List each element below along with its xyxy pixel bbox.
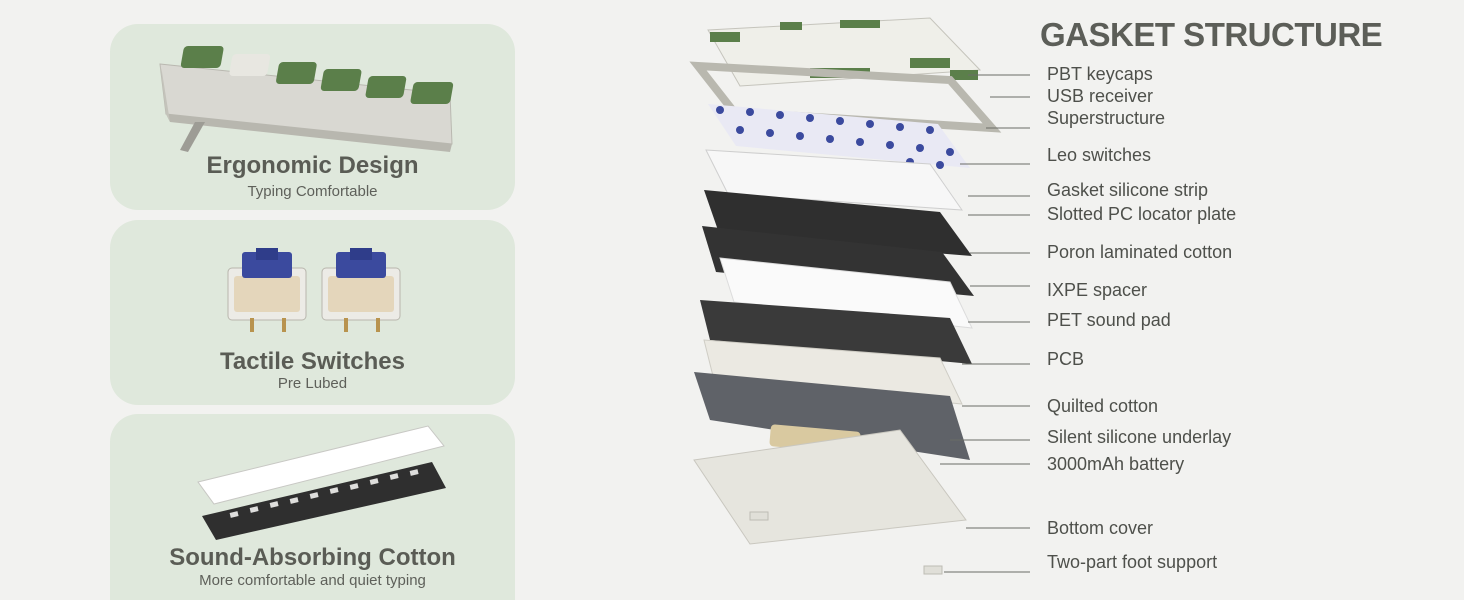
layer-label: Gasket silicone strip [1047,180,1209,200]
layer-label: USB receiver [1047,86,1154,106]
feature-title: Ergonomic Design [206,152,419,179]
layer-label: PET sound pad [1047,310,1171,330]
layer-label: Leo switches [1047,145,1152,165]
feature-subtitle: More comfortable and quiet typing [199,572,426,589]
pc-plate-layer [705,149,964,211]
foot-support-left [749,511,769,521]
layer-label: Two-part foot support [1047,552,1218,572]
layer-label: IXPE spacer [1047,280,1148,300]
foot-support-right [923,565,943,575]
pcb-layer [700,300,972,364]
exploded-keyboard-diagram [689,17,1002,575]
feature-subtitle: Typing Comfortable [247,183,378,200]
layer-label: Bottom cover [1047,518,1154,538]
pet-layer [719,257,973,329]
feature-card-cotton: Sound-Absorbing Cotton More comfortable … [110,414,515,600]
layer-label: Slotted PC locator plate [1047,204,1237,224]
layer-label: PCB [1047,349,1085,369]
layer-label: Quilted cotton [1047,396,1159,416]
keyboard-side-icon [159,46,454,152]
layer-label: Superstructure [1047,108,1166,128]
layer-label: 3000mAh battery [1047,454,1185,474]
feature-title: Sound-Absorbing Cotton [169,544,456,571]
cotton-plate-icon [197,425,446,540]
layer-label: PBT keycaps [1047,64,1153,84]
layer-label: Poron laminated cotton [1047,242,1233,262]
switch-icon [227,248,401,332]
feature-card-switches: Tactile Switches Pre Lubed [110,220,515,405]
switch-caps [716,106,954,169]
switches-layer [708,104,970,168]
quilted-layer [703,339,963,405]
feature-subtitle: Pre Lubed [277,375,348,392]
feature-title: Tactile Switches [220,348,405,375]
feature-card-ergonomic: Ergonomic Design Typing Comfortable [110,24,515,210]
diagram-title: GASKET STRUCTURE [1040,16,1383,53]
layer-label: Silent silicone underlay [1047,427,1232,447]
